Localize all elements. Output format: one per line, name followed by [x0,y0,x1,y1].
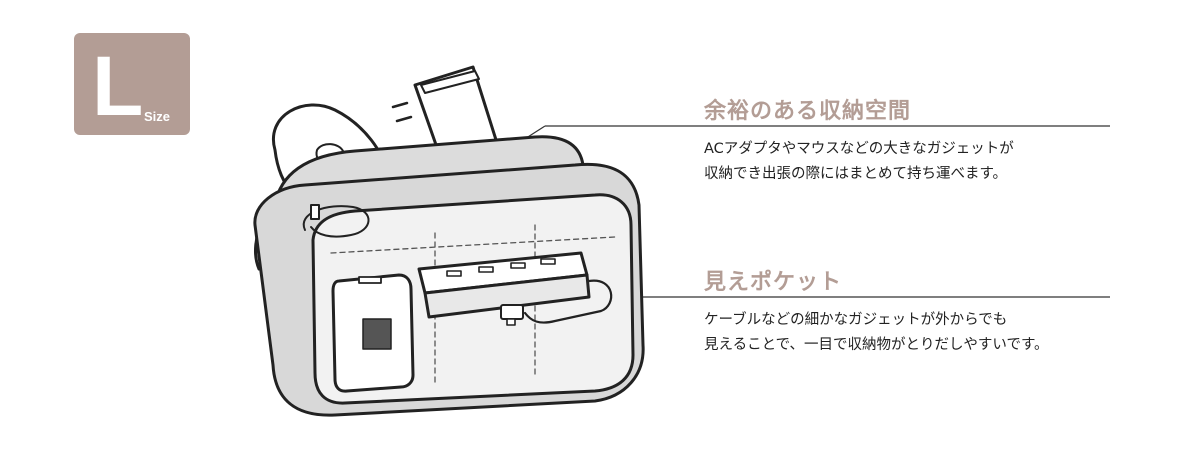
feature-title-storage: 余裕のある収納空間 [704,99,912,124]
mobile-battery-icon [331,273,415,393]
feature-desc-line: 収納でき出張の際にはまとめて持ち運べます。 [704,166,1008,182]
feature-desc-line: ケーブルなどの細かなガジェットが外からでも [704,312,1008,328]
feature-desc-line: ACアダプタやマウスなどの大きなガジェットが [704,141,1014,157]
size-word: Size [144,109,171,124]
size-letter: L [92,39,144,133]
feature-title-visible-pocket: 見えポケット [704,270,843,295]
usb-hub-icon [417,251,613,326]
feature-desc-visible-pocket: ケーブルなどの細かなガジェットが外からでも 見えることで、一目で収納物がとりだし… [704,308,1134,358]
feature-desc-line: 見えることで、一目で収納物がとりだしやすいです。 [704,337,1049,353]
size-badge: L Size [74,33,190,135]
gadget-pouch-illustration [253,65,645,417]
cable-coil-icon [302,204,370,238]
feature-desc-storage: ACアダプタやマウスなどの大きなガジェットが 収納でき出張の際にはまとめて持ち運… [704,137,1134,187]
